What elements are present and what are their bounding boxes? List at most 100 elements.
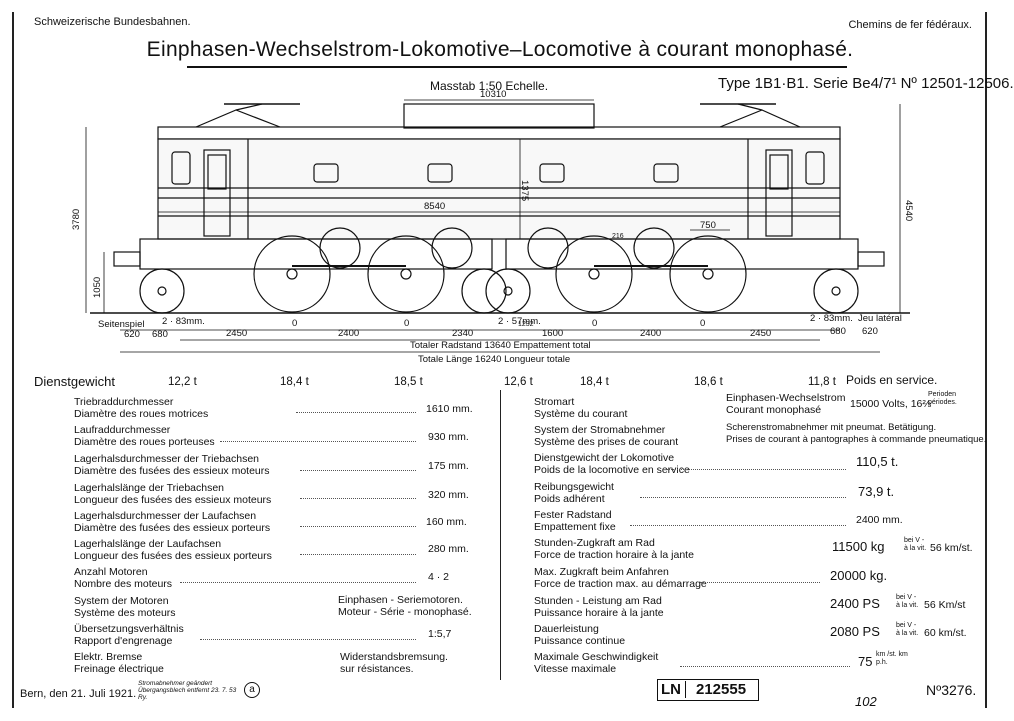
leader-r4 xyxy=(630,525,846,526)
left-border xyxy=(12,12,14,708)
right-spec-3-value: 73,9 t. xyxy=(858,484,895,499)
dim-vertical-body: 1375 xyxy=(519,180,530,201)
footer-handwritten: 102 xyxy=(855,694,877,709)
spacing-5: 0 xyxy=(404,318,409,329)
right-spec-8-value: 2080 PS xyxy=(830,624,880,639)
leader-4 xyxy=(300,526,416,527)
left-spec-8-value: 1:5,7 xyxy=(428,628,452,640)
right-spec-7-speed: 56 Km/st xyxy=(924,599,966,611)
motor-1 xyxy=(319,227,361,269)
sheet-number: Nº3276. xyxy=(926,682,977,698)
buffer-left xyxy=(113,251,141,267)
leader-r9 xyxy=(680,666,850,667)
leader-8 xyxy=(200,639,416,640)
weights-label-fr: Poids en service. xyxy=(846,373,938,387)
footer-circle-mark: a xyxy=(244,682,260,698)
left-spec-6-value: 4 · 2 xyxy=(428,571,450,583)
motor-4 xyxy=(431,227,473,269)
spacing-6: 2340 xyxy=(452,328,473,339)
right-spec-1-value: Scherenstromabnehmer mit pneumat. Betäti… xyxy=(726,422,987,445)
driving-wheel-1 xyxy=(253,235,331,313)
spacing-0: 620 xyxy=(124,329,140,340)
driving-wheel-3 xyxy=(555,235,633,313)
left-spec-3-value: 320 mm. xyxy=(428,489,469,501)
left-spec-0-value: 1610 mm. xyxy=(426,403,473,415)
right-border xyxy=(985,12,987,708)
spacing-10: 0 xyxy=(700,318,705,329)
leader-6 xyxy=(180,582,416,583)
wheelbase-label: Totaler Radstand 13640 Empattement total xyxy=(410,340,591,351)
right-spec-6-value: 20000 kg. xyxy=(830,568,888,583)
right-spec-2-value: 110,5 t. xyxy=(856,454,899,469)
type-label: Type 1B1·B1. Serie Be4/7¹ Nº 12501-12506… xyxy=(718,75,1014,92)
header-left: Schweizerische Bundesbahnen. xyxy=(34,16,191,28)
driving-wheel-4 xyxy=(669,235,747,313)
left-spec-4-value: 160 mm. xyxy=(426,516,467,528)
right-spec-5-value: 11500 kg xyxy=(832,539,885,554)
right-spec-7-value: 2400 PS xyxy=(830,596,880,611)
side-window-3 xyxy=(539,163,565,183)
buffer-right xyxy=(857,251,885,267)
left-spec-2-value: 175 mm. xyxy=(428,460,469,472)
seitenspiel-label: Seitenspiel xyxy=(98,319,144,330)
leader-5 xyxy=(300,554,416,555)
weight-4: 18,4 t xyxy=(580,376,609,388)
dim-body: 8540 xyxy=(424,201,445,212)
leader-2 xyxy=(300,470,416,471)
dim-height-left: 3780 xyxy=(71,209,82,230)
ln-number: 212555 xyxy=(696,681,747,698)
leader-r3 xyxy=(640,497,846,498)
leader-r2 xyxy=(666,469,846,470)
spacing-13: 620 xyxy=(862,326,878,337)
side-window-2 xyxy=(427,163,453,183)
left-spec-5-value: 280 mm. xyxy=(428,543,469,555)
leader-r6 xyxy=(700,582,820,583)
spacing-2: 2450 xyxy=(226,328,247,339)
dim-top: 10310 xyxy=(480,89,506,100)
title-underline xyxy=(187,66,847,68)
roof xyxy=(157,126,841,140)
column-separator xyxy=(500,390,501,680)
footer-date: Bern, den 21. Juli 1921. xyxy=(20,688,137,700)
motor-2 xyxy=(527,227,569,269)
right-spec-9-value: 75 xyxy=(858,654,873,669)
dim-small-2: 1232 xyxy=(518,321,534,328)
locomotive-drawing: 10310 8540 1375 3780 4540 1050 750 216 1… xyxy=(71,89,914,365)
weight-5: 18,6 t xyxy=(694,376,723,388)
dim-wheel: 750 xyxy=(700,220,716,231)
right-spec-4-value: 2400 mm. xyxy=(856,514,903,526)
pantograph-right xyxy=(719,109,801,128)
cab-door-window-left xyxy=(207,154,227,190)
weights-label: Dienstgewicht xyxy=(34,374,115,389)
play-mid: 2 · 57mm. xyxy=(498,316,541,327)
spacing-11: 2450 xyxy=(750,328,771,339)
dim-height-right: 4540 xyxy=(903,200,914,221)
right-spec-8-speed: 60 km/st. xyxy=(924,627,967,639)
scale-label: Masstab 1:50 Echelle. xyxy=(430,79,549,93)
leader-3 xyxy=(300,498,416,499)
right-spec-8-sup: bei V - à la vit. xyxy=(896,622,919,637)
frame-left xyxy=(139,238,493,270)
pilot-wheel-right xyxy=(813,268,859,314)
weight-3: 12,6 t xyxy=(504,376,533,388)
pantograph-left xyxy=(195,109,281,128)
left-spec-9-value: Widerstandsbremsung.sur résistances. xyxy=(340,651,448,675)
right-spec-9-sup: km /st. km p.h. xyxy=(876,651,908,666)
cab-door-left xyxy=(203,149,231,237)
right-spec-5-sup: bei V - à la vit. xyxy=(904,537,927,552)
dim-buffer-height: 1050 xyxy=(92,277,103,298)
header-right: Chemins de fer fédéraux. xyxy=(848,19,972,31)
roof-hood xyxy=(403,103,595,129)
left-spec-7-value: Einphasen - Seriemotoren.Moteur - Série … xyxy=(338,594,472,618)
right-spec-5-speed: 56 km/st. xyxy=(930,542,973,554)
